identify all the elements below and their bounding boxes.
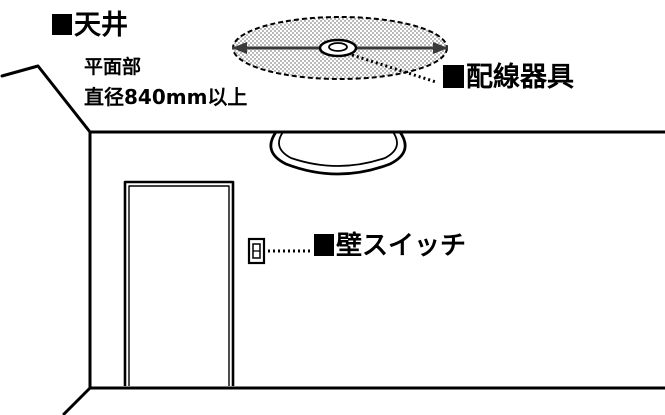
switch-plate-icon <box>247 237 266 265</box>
wiring-fixture-text: 配線器具 <box>466 62 574 93</box>
ceiling-plane-label: 平面部 <box>84 56 142 78</box>
wiring-fixture-outer <box>318 38 358 58</box>
wall-switch-label: 壁スイッチ <box>314 233 466 259</box>
floor-left-edge <box>62 386 92 415</box>
switch-plate-frame <box>247 237 266 265</box>
ceiling-diameter-label: 直径840mm以上 <box>84 85 248 109</box>
ceiling-title-text: 天井 <box>74 10 128 41</box>
wiring-fixture-label: 配線器具 <box>443 64 574 91</box>
square-marker-icon <box>443 65 464 88</box>
ceiling-title: 天井 <box>52 12 128 39</box>
door-inner-edge <box>128 185 230 386</box>
square-marker-icon <box>52 14 72 35</box>
diameter-arrowhead-right <box>433 42 448 54</box>
door <box>123 180 235 386</box>
square-marker-icon <box>314 234 334 256</box>
wall-switch-text: 壁スイッチ <box>336 231 467 261</box>
ceiling-light <box>269 131 407 176</box>
door-frame <box>123 180 235 386</box>
ceiling-light-inner <box>278 131 398 167</box>
ceiling-plane-area <box>232 16 448 80</box>
room-outline <box>0 64 665 415</box>
diameter-arrowhead-left <box>232 42 247 54</box>
ceiling-light-outer <box>269 131 407 176</box>
wiring-fixture-inner <box>328 42 348 52</box>
ceiling-left-edge <box>0 64 92 134</box>
